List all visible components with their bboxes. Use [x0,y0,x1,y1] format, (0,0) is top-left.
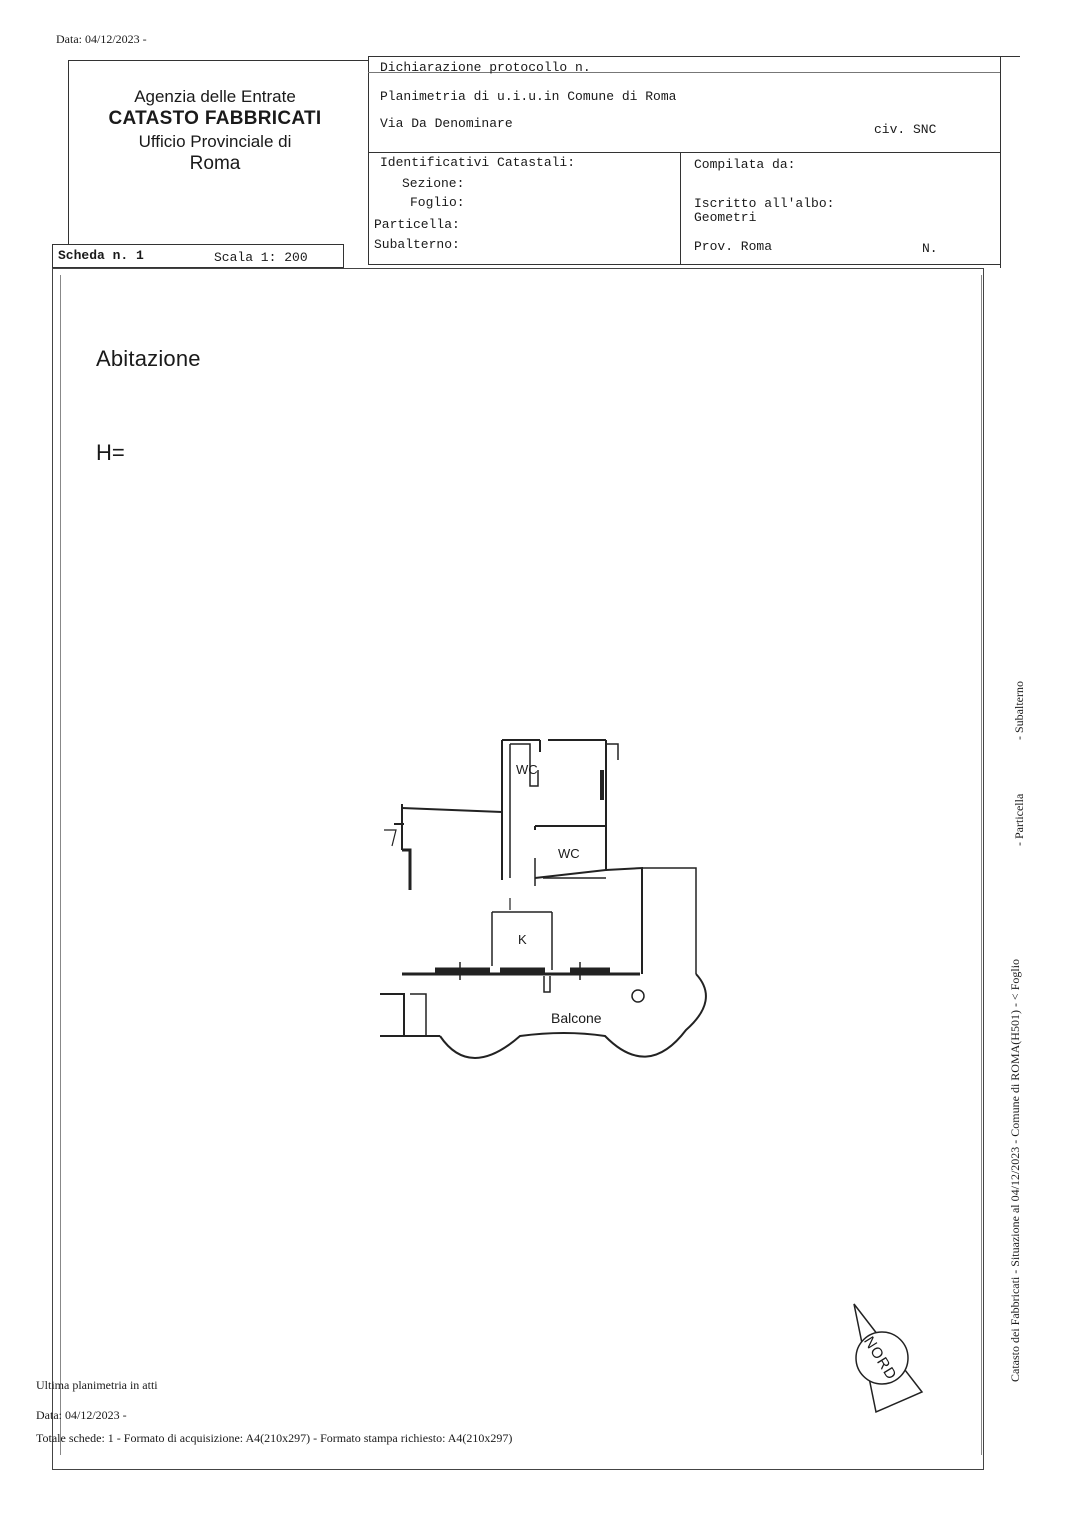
room-wc2: WC [558,846,580,861]
agency-office: Ufficio Provinciale di [138,132,292,151]
side-catasto-text: Catasto dei Fabbricati - Situazione al 0… [1008,958,1022,1382]
header-border [68,60,69,244]
agency-block: Agenzia delle Entrate CATASTO FABBRICATI… [70,86,360,176]
n-label: N. [922,241,938,256]
subalterno-label: Subalterno: [374,237,460,252]
side-subalterno: - Subalterno [1012,681,1026,740]
floor-plan [380,739,707,1059]
compass-icon [853,1303,924,1414]
civ-label: civ. SNC [874,122,937,137]
header-border [680,152,681,264]
iscritto-label: Iscritto all'albo: [694,196,835,211]
planimetria-label: Planimetria di u.i.u.in Comune di Roma [380,89,677,104]
particella-label: Particella: [374,217,460,232]
via-label: Via Da Denominare [380,116,513,131]
room-kitchen: K [518,932,527,947]
identificativi-label: Identificativi Catastali: [380,155,576,170]
header-border [368,56,1020,57]
scala-label: Scala 1: 200 [214,250,308,265]
dichiarazione-label: Dichiarazione protocollo n. [380,60,591,75]
drawing-frame [52,268,984,1470]
drawing-frame-inner [60,275,982,1455]
prov-label: Prov. Roma [694,239,773,254]
side-particella: - Particella [1012,793,1026,846]
footer-ultima: Ultima planimetria in atti [36,1378,158,1392]
header-border [368,56,369,264]
agency-catasto: CATASTO FABBRICATI [108,108,322,130]
scheda-box [52,244,344,268]
compilata-label: Compilata da: [694,157,796,172]
header-border [368,72,1000,73]
footer-date: Data: 04/12/2023 - [36,1408,127,1422]
plan-title: Abitazione [96,346,201,371]
footer-totale: Totale schede: 1 - Formato di acquisizio… [36,1431,513,1445]
header-border [1000,56,1001,268]
height-label: H= [96,440,125,465]
header-border [368,152,1000,153]
agency-city: Roma [189,153,241,175]
foglio-label: Foglio: [410,195,465,210]
header-border [68,60,368,61]
room-wc1: WC [516,762,538,777]
scheda-label: Scheda n. 1 [58,248,144,263]
top-date: Data: 04/12/2023 - [56,32,147,46]
header-border [368,264,1000,265]
sezione-label: Sezione: [402,176,465,191]
room-balcone: Balcone [551,1010,602,1026]
geometri-label: Geometri [694,210,757,225]
agency-name: Agenzia delle Entrate [134,87,296,106]
